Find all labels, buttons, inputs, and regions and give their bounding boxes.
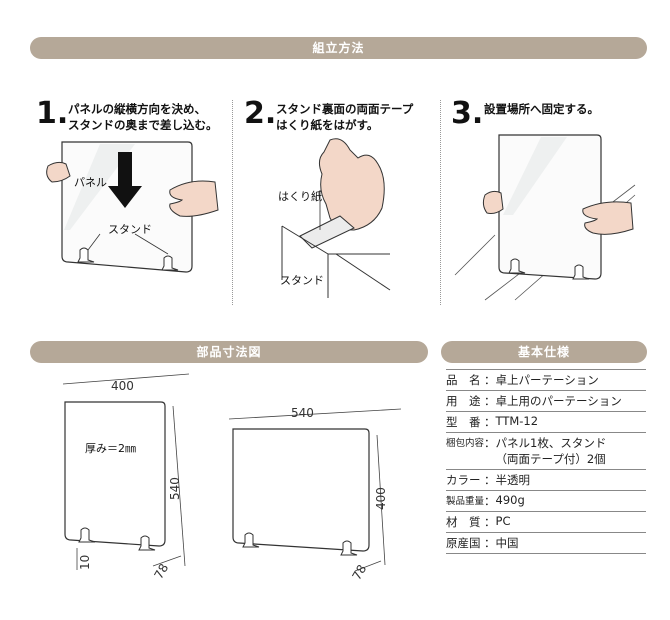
spec-value: 中国 (495, 532, 646, 554)
step-1-line2: スタンドの奥まで差し込む。 (68, 118, 218, 132)
step-3-line1: 設置場所へ固定する。 (484, 102, 599, 116)
release-paper-shape (299, 215, 355, 249)
dimension-drawing-portrait: 400 540 厚み＝2㎜ 10 78 (62, 373, 190, 582)
stand-right (161, 255, 179, 271)
step-2-text: スタンド裏面の両面テープ はくり紙をはがす。 (276, 101, 413, 133)
down-arrow-icon (108, 152, 142, 208)
spec-row: 型 番 ： TTM-12 (446, 411, 646, 433)
spec-value: パネル1枚、スタンド （両面テープ付）2個 (495, 432, 646, 470)
spec-row: 品 名 ： 卓上パーテーション (446, 369, 646, 391)
dimension-drawing-landscape: 540 400 78 (228, 406, 402, 583)
step-2-line1: スタンド裏面の両面テープ (276, 102, 414, 116)
spec-label: 品 名 (446, 369, 485, 391)
spec-row: カラー ： 半透明 (446, 469, 646, 491)
portrait-stand-left (78, 527, 96, 543)
spec-label: 用 途 (446, 390, 485, 412)
landscape-depth: 78 (349, 562, 369, 582)
panel-glare (64, 144, 135, 230)
portrait-depth: 78 (151, 561, 171, 581)
stand-left (77, 247, 95, 263)
release-paper-label: はくり紙 (278, 189, 322, 203)
foot-height: 10 (78, 555, 92, 570)
spec-value: 卓上用のパーテーション (495, 390, 646, 412)
landscape-stand-right (340, 540, 358, 556)
step-3-illustration (454, 134, 636, 301)
portrait-width: 400 (111, 379, 134, 393)
landscape-stand-left (242, 532, 260, 548)
landscape-height: 400 (374, 487, 388, 510)
pinching-hand-icon (318, 138, 385, 231)
stand-label: スタンド (108, 223, 152, 236)
spec-row: 原産国 ： 中国 (446, 532, 646, 554)
step-1-illustration: パネル スタンド (46, 141, 219, 273)
spec-value-line2: （両面テープ付）2個 (495, 452, 606, 466)
thickness-label: 厚み＝2㎜ (85, 442, 136, 455)
right-hand-icon (169, 180, 219, 217)
specs-table: 品 名 ： 卓上パーテーション 用 途 ： 卓上用のパーテーション 型 番 ： … (446, 369, 646, 554)
spec-value: 卓上パーテーション (495, 369, 646, 391)
assembly-banner: 組立方法 (30, 37, 647, 59)
landscape-width: 540 (291, 406, 314, 420)
step-1-text: パネルの縦横方向を決め、 スタンドの奥まで差し込む。 (68, 101, 218, 133)
spec-label: 材 質 (446, 511, 485, 533)
spec-label: 製品重量 (446, 490, 485, 512)
stand-label-2: スタンド (280, 274, 324, 287)
step-separator-1 (232, 100, 233, 305)
spec-value: PC (495, 511, 646, 533)
step-3-number: 3. (451, 96, 484, 131)
step-1-line1: パネルの縦横方向を決め、 (68, 102, 206, 116)
portrait-panel (64, 401, 166, 547)
panel-glare-3 (503, 137, 567, 215)
step-separator-2 (440, 100, 441, 305)
spec-label: 梱包内容 (446, 432, 485, 470)
step-2-number: 2. (244, 96, 277, 131)
spec-label: 型 番 (446, 411, 485, 433)
spec-row: 梱包内容 ： パネル1枚、スタンド （両面テープ付）2個 (446, 432, 646, 470)
spec-value-line1: パネル1枚、スタンド (495, 436, 607, 450)
stand-right-3 (572, 264, 590, 280)
portrait-stand-right (138, 535, 156, 551)
spec-value: TTM-12 (495, 411, 646, 433)
panel-label: パネル (74, 176, 107, 189)
stand-left-3 (508, 258, 526, 274)
portrait-height: 540 (168, 477, 182, 500)
step-1-number: 1. (36, 96, 69, 131)
spec-label: 原産国 (446, 532, 485, 554)
step-2-line2: はくり紙をはがす。 (276, 118, 379, 132)
spec-value: 490g (495, 490, 646, 512)
dimensions-banner: 部品寸法図 (30, 341, 428, 363)
spec-row: 製品重量 ： 490g (446, 490, 646, 512)
right-hand-icon-3 (582, 201, 634, 235)
spec-row: 用 途 ： 卓上用のパーテーション (446, 390, 646, 412)
step-2-illustration: はくり紙 スタンド (278, 138, 391, 298)
left-hand-icon (46, 161, 71, 183)
spec-value: 半透明 (495, 469, 646, 491)
step-3-text: 設置場所へ固定する。 (484, 101, 599, 117)
left-hand-icon-3 (482, 190, 504, 214)
landscape-panel (232, 428, 370, 552)
spec-label: カラー (446, 469, 485, 491)
specs-banner: 基本仕様 (441, 341, 647, 363)
spec-row: 材 質 ： PC (446, 511, 646, 533)
